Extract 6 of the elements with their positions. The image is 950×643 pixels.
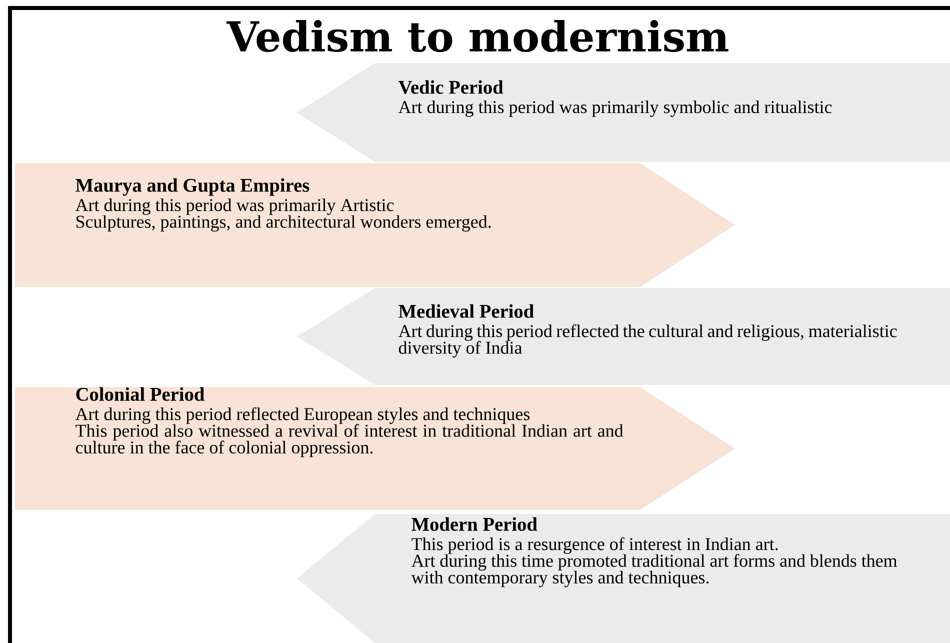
arrow-banner: Vedic Period Art during this period was primarily symbolic and ritualistic bbox=[297, 63, 950, 162]
title: Vedism to modernism bbox=[226, 20, 728, 52]
arrow-banner: Medieval Period Art during this period reflected the cultural and religious, materialistic diversity of India bbox=[297, 288, 950, 385]
arrow-banner: Maurya and Gupta Empires Art during this period was primarily Artistic Sculptures, paintings, and architectural wonders emerged. bbox=[15, 163, 735, 287]
arrow-banner: Modern Period This period is a resurgence of interest in Indian art. Art during this time promoted traditional art forms and blends them with contemporary styles and techniques. bbox=[297, 514, 950, 643]
arrow-banner: Colonial Period Art during this period reflected European styles and techniques This period also witnessed a revival of interest in traditional Indian art and culture in the face of colonial oppression. bbox=[15, 387, 735, 510]
